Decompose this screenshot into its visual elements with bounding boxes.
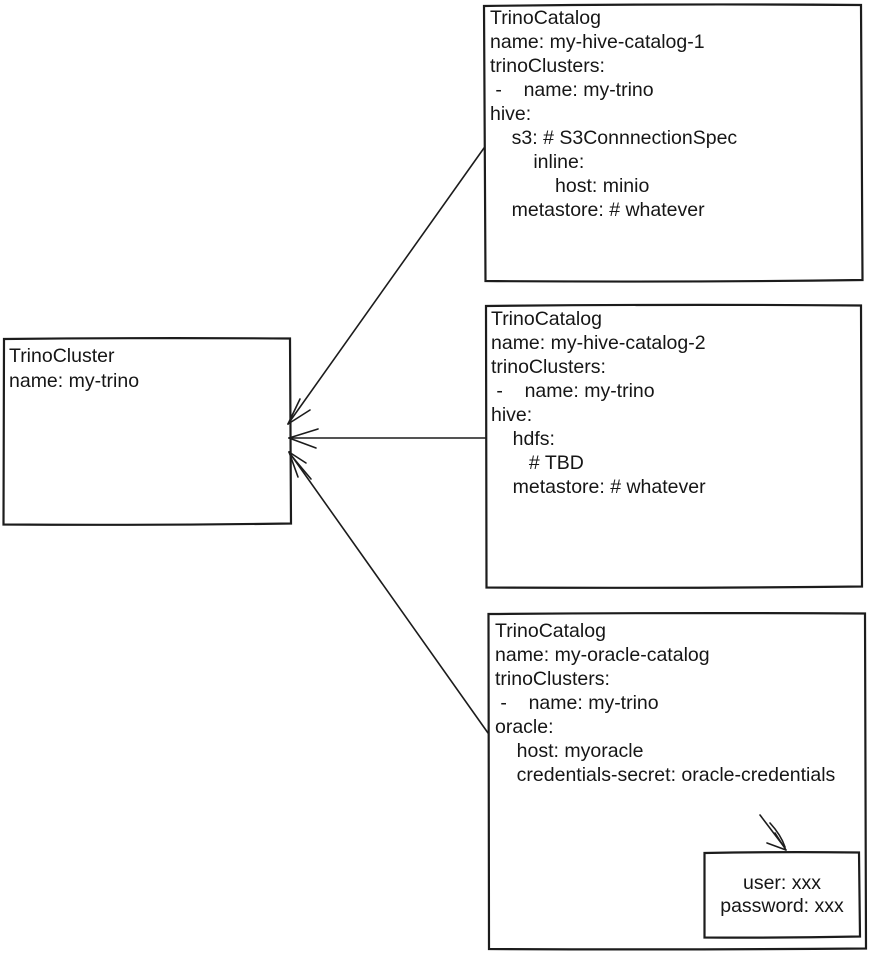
yaml-line: oracle: [495,716,554,738]
connector-catalog-3 [288,451,489,734]
yaml-line: trinoClusters: [490,55,605,77]
yaml-line: metastore: # whatever [490,199,705,221]
catalog-3-title: TrinoCatalog [495,620,606,642]
yaml-line: name: my-hive-catalog-1 [490,31,705,53]
yaml-line: name: my-oracle-catalog [495,644,710,666]
yaml-line: - name: my-trino [495,692,659,714]
catalog-2-box: TrinoCatalog name: my-hive-catalog-2 tri… [485,305,862,588]
catalog-1-box: TrinoCatalog name: my-hive-catalog-1 tri… [484,5,862,281]
catalog-1-title: TrinoCatalog [490,7,601,29]
yaml-line: trinoClusters: [495,668,610,690]
yaml-line: s3: # S3ConnnectionSpec [490,127,738,149]
cluster-name-line: name: my-trino [9,370,140,392]
yaml-line: hdfs: [491,428,555,450]
yaml-line: hive: [490,103,532,125]
yaml-line: hive: [491,404,533,426]
yaml-line: credentials-secret: oracle-credentials [495,764,836,786]
connector-catalog-2 [288,428,486,449]
yaml-line: inline: [490,151,585,173]
yaml-line: metastore: # whatever [491,476,706,498]
cluster-title: TrinoCluster [9,345,115,367]
credentials-box: user: xxx password: xxx [704,852,860,938]
trino-cluster-box: TrinoCluster name: my-trino [3,338,291,525]
yaml-line: trinoClusters: [491,356,606,378]
yaml-line: # TBD [491,452,584,474]
yaml-line: host: minio [490,175,650,197]
yaml-line: - name: my-trino [491,380,655,402]
connector-catalog-1 [287,147,485,425]
credentials-user-line: user: xxx [742,872,822,894]
yaml-line: name: my-hive-catalog-2 [491,332,706,354]
catalog-3-box: TrinoCatalog name: my-oracle-catalog tri… [488,613,866,950]
credentials-password-line: password: xxx [720,895,844,917]
yaml-line: - name: my-trino [490,79,654,101]
catalog-2-title: TrinoCatalog [491,308,602,330]
yaml-line: host: myoracle [495,740,644,762]
